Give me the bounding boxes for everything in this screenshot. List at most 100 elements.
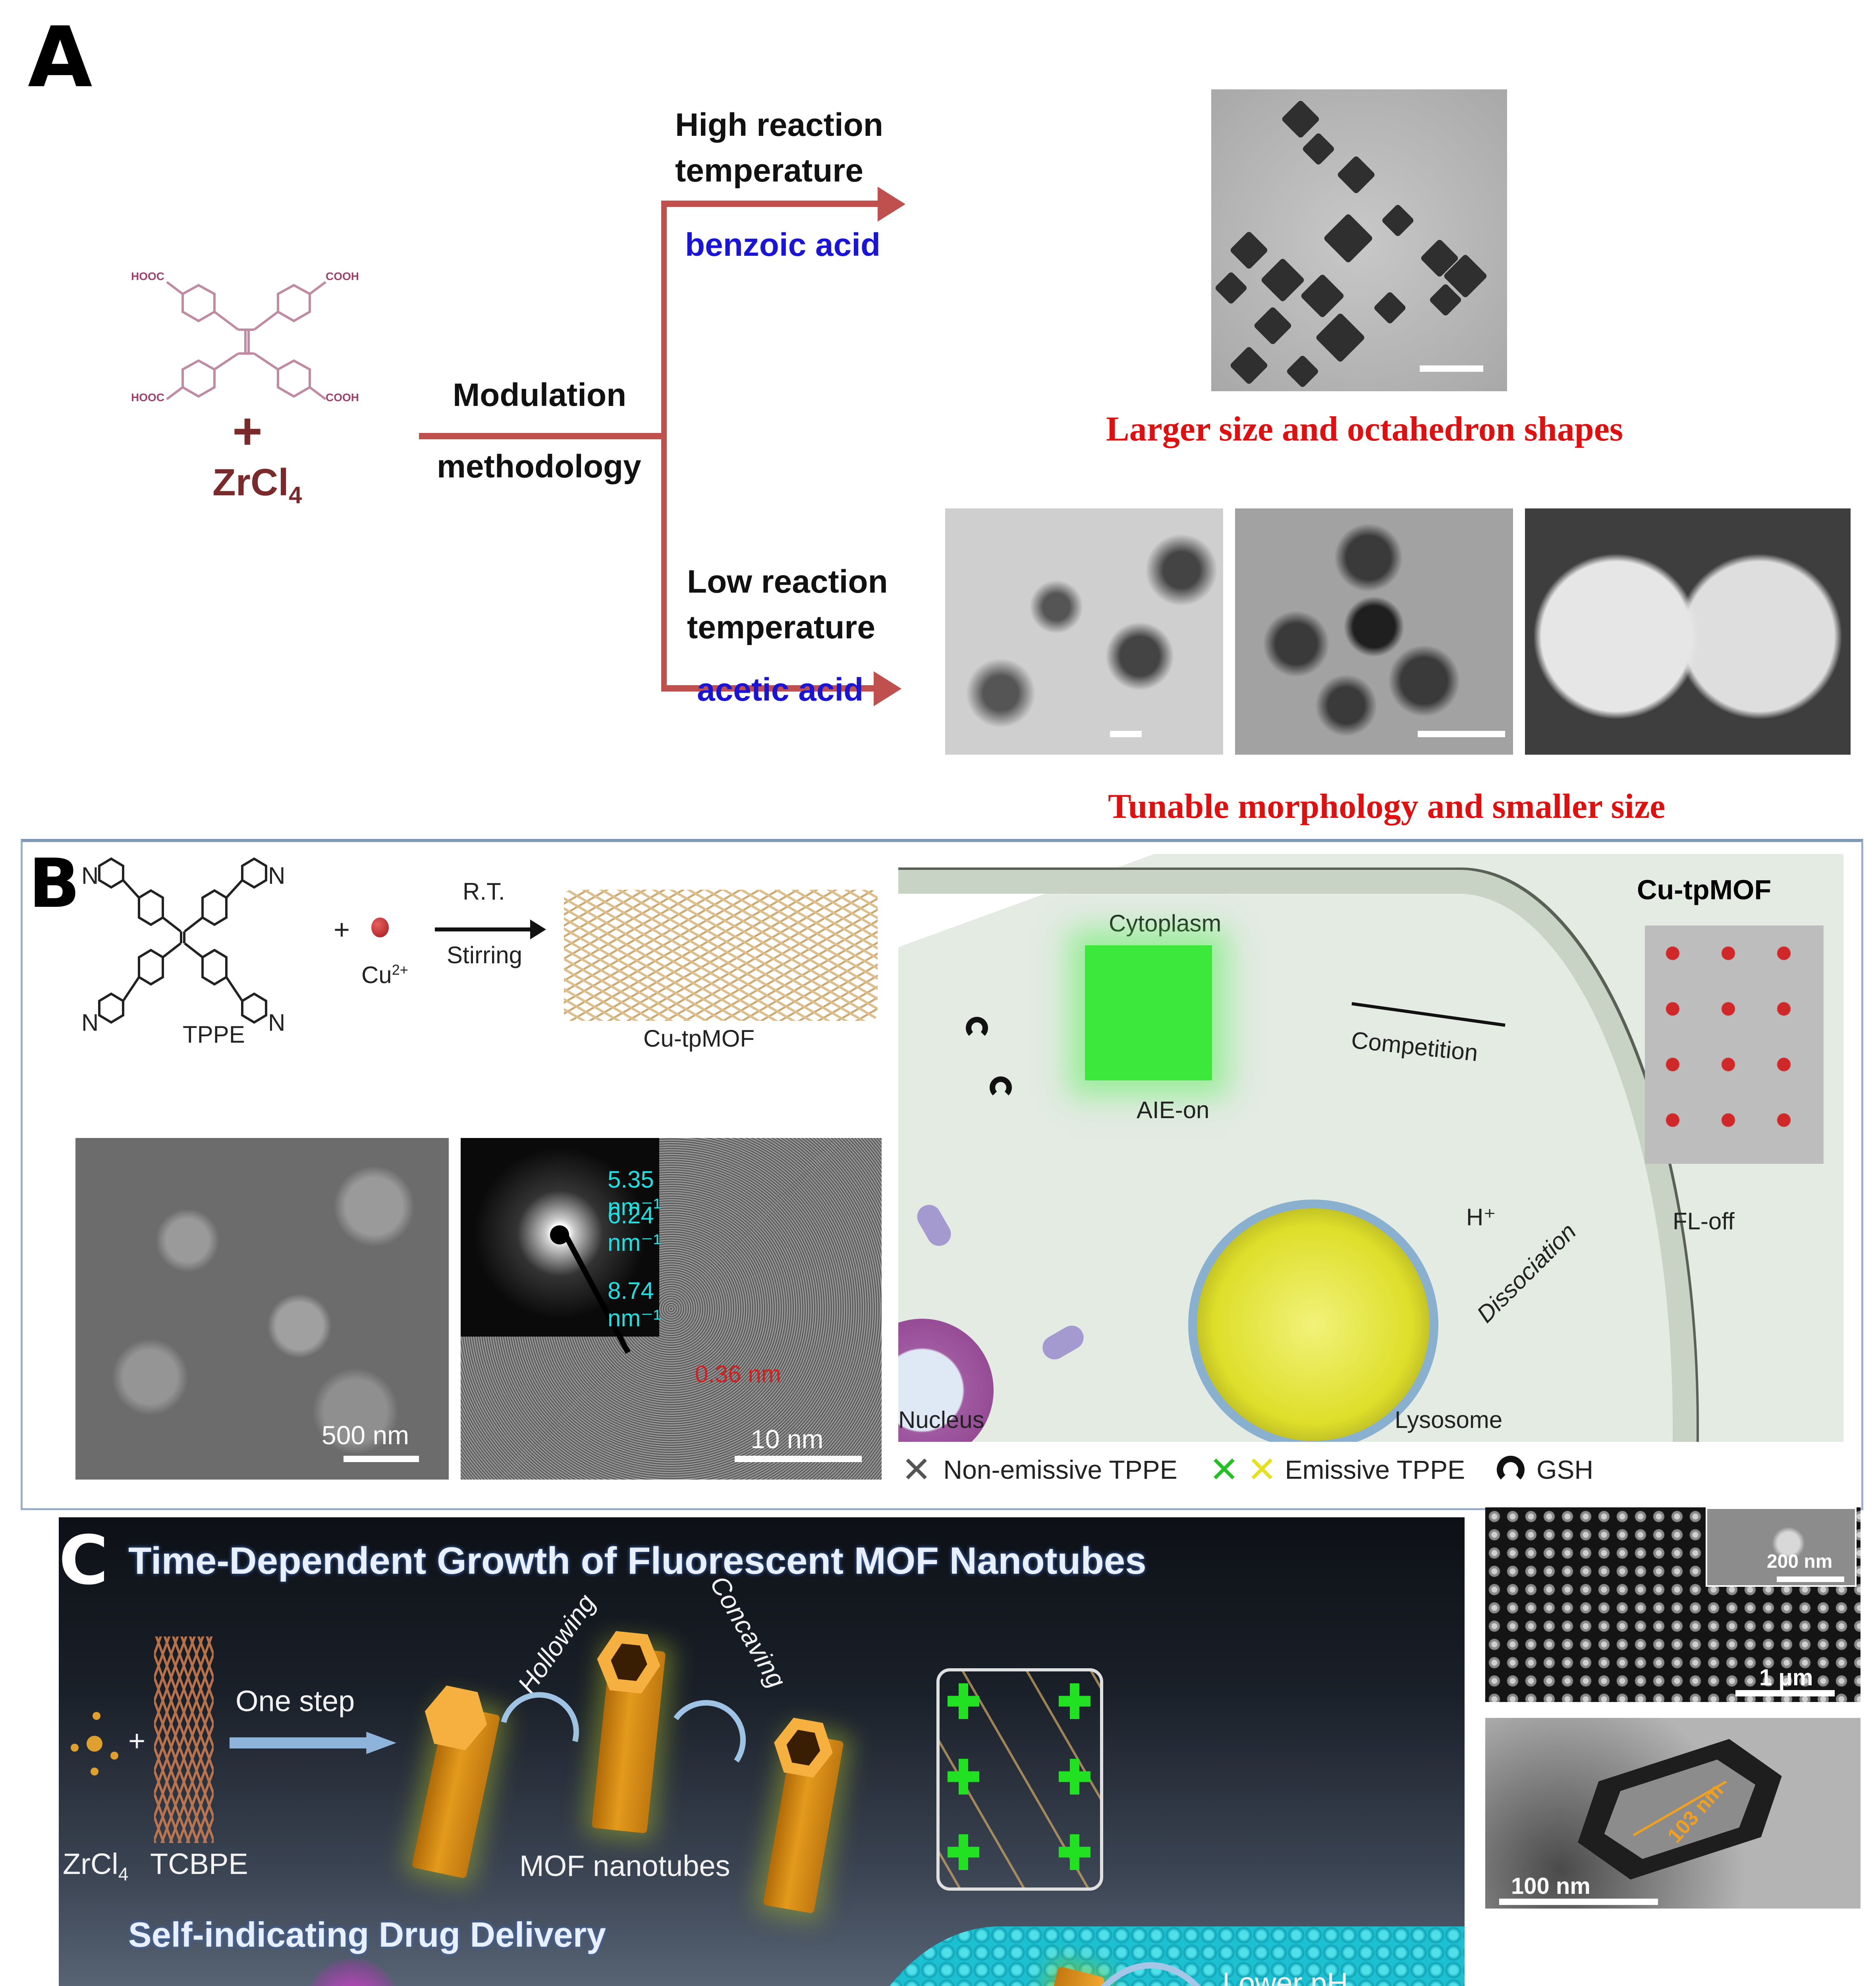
acetic-acid-label: acetic acid: [697, 672, 864, 708]
saed-label-1: 5.35 nm⁻¹: [608, 1166, 661, 1220]
panel-c-schematic: C Time-Dependent Growth of Fluorescent M…: [59, 1517, 1465, 1986]
scale-bar: [1777, 1576, 1844, 1582]
zrcl-text: ZrCl: [63, 1847, 118, 1880]
tetracarboxylate-structure-icon: [166, 281, 326, 400]
one-step-arrow: [230, 1732, 396, 1754]
linker-node-icon: [948, 1683, 979, 1719]
linker-molecule: HOOC COOH HOOC COOH: [119, 254, 373, 437]
cooh-label: COOH: [326, 270, 359, 282]
growth-title: Time-Dependent Growth of Fluorescent MOF…: [128, 1540, 1146, 1582]
charge-superscript: 2+: [392, 962, 408, 978]
lysosome-label: Lysosome: [1395, 1406, 1503, 1433]
zrcl4-label: ZrCl4: [63, 1847, 128, 1885]
tcbpe-label: TCBPE: [150, 1847, 248, 1880]
h-plus-label: H⁺: [1466, 1204, 1496, 1231]
tcbpe-molecule-icon: [154, 1636, 214, 1843]
yellow-x-icon: ✕: [1247, 1450, 1277, 1490]
aie-on-mof-icon: [1085, 945, 1212, 1080]
legend-label: Emissive TPPE: [1285, 1455, 1465, 1484]
hooc-label: HOOC: [131, 391, 164, 404]
lysosome-icon: [1188, 1200, 1438, 1442]
sem-cu-tpmof-image: 500 nm: [75, 1138, 449, 1480]
scale-bar: [1418, 731, 1505, 737]
modulation-label: Modulation: [453, 377, 627, 413]
low-temp-line1: Low reaction: [687, 564, 888, 600]
cu-ion-label: Cu2+: [361, 961, 408, 989]
legend-label: GSH: [1536, 1455, 1594, 1484]
panel-b-letter: B: [29, 844, 80, 923]
legend-label: Non-emissive TPPE: [943, 1455, 1177, 1484]
concaving-arrow-icon: [660, 1694, 752, 1786]
saed-label-3: 8.74 nm⁻¹: [608, 1277, 661, 1331]
lattice-spacing-label: 0.36 nm: [695, 1361, 781, 1387]
legend-item-emissive: ✕ ✕ Emissive TPPE: [1209, 1449, 1465, 1491]
fl-off-label: FL-off: [1673, 1208, 1735, 1234]
zrcl4-label: ZrCl4: [212, 461, 302, 509]
scale-bar: [1420, 365, 1483, 372]
scale-bar: [1499, 1899, 1658, 1905]
scale-bar: [1110, 731, 1142, 737]
lower-ph-label: Lower pH: [1222, 1967, 1348, 1986]
hrtem-image: 5.35 nm⁻¹ 6.24 nm⁻¹ 8.74 nm⁻¹ 0.36 nm 10…: [461, 1138, 882, 1480]
tem-scale-label: 10 nm: [751, 1424, 824, 1454]
benzoic-acid-label: benzoic acid: [685, 227, 881, 263]
sem-flower-image: [1525, 508, 1851, 755]
lower-arrow-line: [661, 685, 896, 692]
gsh-cu-icon: [990, 1076, 1012, 1099]
zrcl4-molecule-icon: [71, 1712, 118, 1775]
tem-network-image: [945, 508, 1223, 755]
cu-tpmof-label: Cu-tpMOF: [643, 1025, 755, 1052]
scale-bar: [1735, 1690, 1835, 1696]
linker-node-icon: [1059, 1834, 1090, 1870]
nucleus-label: Nucleus: [898, 1406, 984, 1433]
legend-item-gsh: GSH: [1497, 1455, 1593, 1485]
tem-octahedron-image: [1211, 89, 1507, 391]
high-temp-line1: High reaction: [675, 107, 883, 143]
branch-vertical-line: [661, 201, 667, 689]
cytoplasm-label: Cytoplasm: [1109, 910, 1222, 937]
saed-label-2: 6.24 nm⁻¹: [608, 1202, 661, 1256]
linker-node-icon: [1059, 1683, 1090, 1719]
n-atom-label: N: [268, 862, 286, 889]
lower-arrowhead-icon: [874, 671, 901, 706]
low-temp-line2: temperature: [687, 609, 875, 645]
reaction-arrowhead-icon: [530, 920, 546, 939]
tppe-molecule: N N N N: [75, 854, 353, 1061]
scale-bar: [344, 1456, 419, 1462]
hollowing-label: Hollowing: [511, 1588, 601, 1699]
mof-nanotubes-label: MOF nanotubes: [519, 1849, 730, 1882]
hollowing-arrow-icon: [485, 1677, 594, 1786]
stirring-label: Stirring: [447, 942, 523, 968]
gsh-arc-icon: [1497, 1456, 1525, 1484]
sem-inset: 200 nm: [1706, 1507, 1857, 1587]
fl-off-mof-icon: [1645, 925, 1824, 1164]
tppe-label: TPPE: [183, 1021, 245, 1048]
legend-item-non-emissive: ✕ Non-emissive TPPE: [901, 1449, 1177, 1491]
gray-x-icon: ✕: [901, 1450, 932, 1490]
tunable-morphology-caption: Tunable morphology and smaller size: [1108, 787, 1666, 826]
legend: ✕ Non-emissive TPPE ✕ ✕ Emissive TPPE GS…: [901, 1446, 1839, 1493]
plus-sign: +: [334, 914, 350, 945]
plus-sign: +: [232, 402, 262, 460]
cu-text: Cu: [361, 962, 392, 988]
sem-scale-label: 500 nm: [322, 1420, 409, 1450]
saed-inset: 5.35 nm⁻¹ 6.24 nm⁻¹ 8.74 nm⁻¹: [461, 1138, 661, 1354]
subscript-4: 4: [289, 482, 302, 509]
linker-node-icon: [1059, 1759, 1090, 1795]
tem-urchin-image: [1235, 508, 1513, 755]
n-atom-label: N: [81, 1009, 99, 1036]
panel-a-letter: A: [28, 9, 93, 106]
larger-size-caption: Larger size and octahedron shapes: [1106, 410, 1623, 448]
drug-delivery-subtitle: Self-indicating Drug Delivery: [128, 1915, 606, 1954]
linker-node-icon: [948, 1834, 979, 1870]
high-temp-line2: temperature: [675, 153, 863, 189]
n-atom-label: N: [81, 862, 99, 889]
gsh-cu-icon: [966, 1017, 988, 1039]
tppe-structure-icon: [98, 857, 267, 1024]
sem-nanotubes-image: 200 nm 1 μm: [1485, 1507, 1861, 1702]
hooc-label: HOOC: [131, 270, 164, 282]
dox-cloud-icon: [305, 1958, 400, 1986]
upper-arrow-line: [661, 201, 899, 207]
linker-node-icon: [948, 1759, 979, 1795]
green-x-icon: ✕: [1209, 1450, 1239, 1490]
